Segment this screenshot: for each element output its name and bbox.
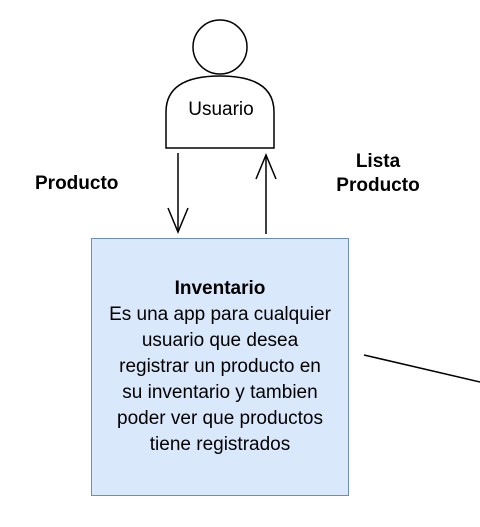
actor-body [165,75,275,149]
system-description-line: su inventario y tambien [122,382,318,403]
connector-line [363,354,480,383]
actor-label: Usuario [188,99,254,120]
actor-head [192,19,248,75]
lista-producto-label: Producto [336,175,420,196]
system-description-line: poder ver que productos [117,408,323,429]
arrow-lista-producto-up [255,153,277,234]
system-description-line: Es una app para cualquier [109,304,331,325]
lista-label: Lista [355,151,401,172]
producto-label: Producto [35,173,119,194]
system-title: Inventario [174,278,266,299]
system-description-line: tiene registrados [149,434,291,455]
system-box-inventario: Inventario Es una app para cualquier usu… [91,238,349,496]
system-description-line: registrar un producto en [119,356,321,377]
arrow-producto-down [167,153,189,234]
system-description-line: usuario que desea [141,330,299,351]
